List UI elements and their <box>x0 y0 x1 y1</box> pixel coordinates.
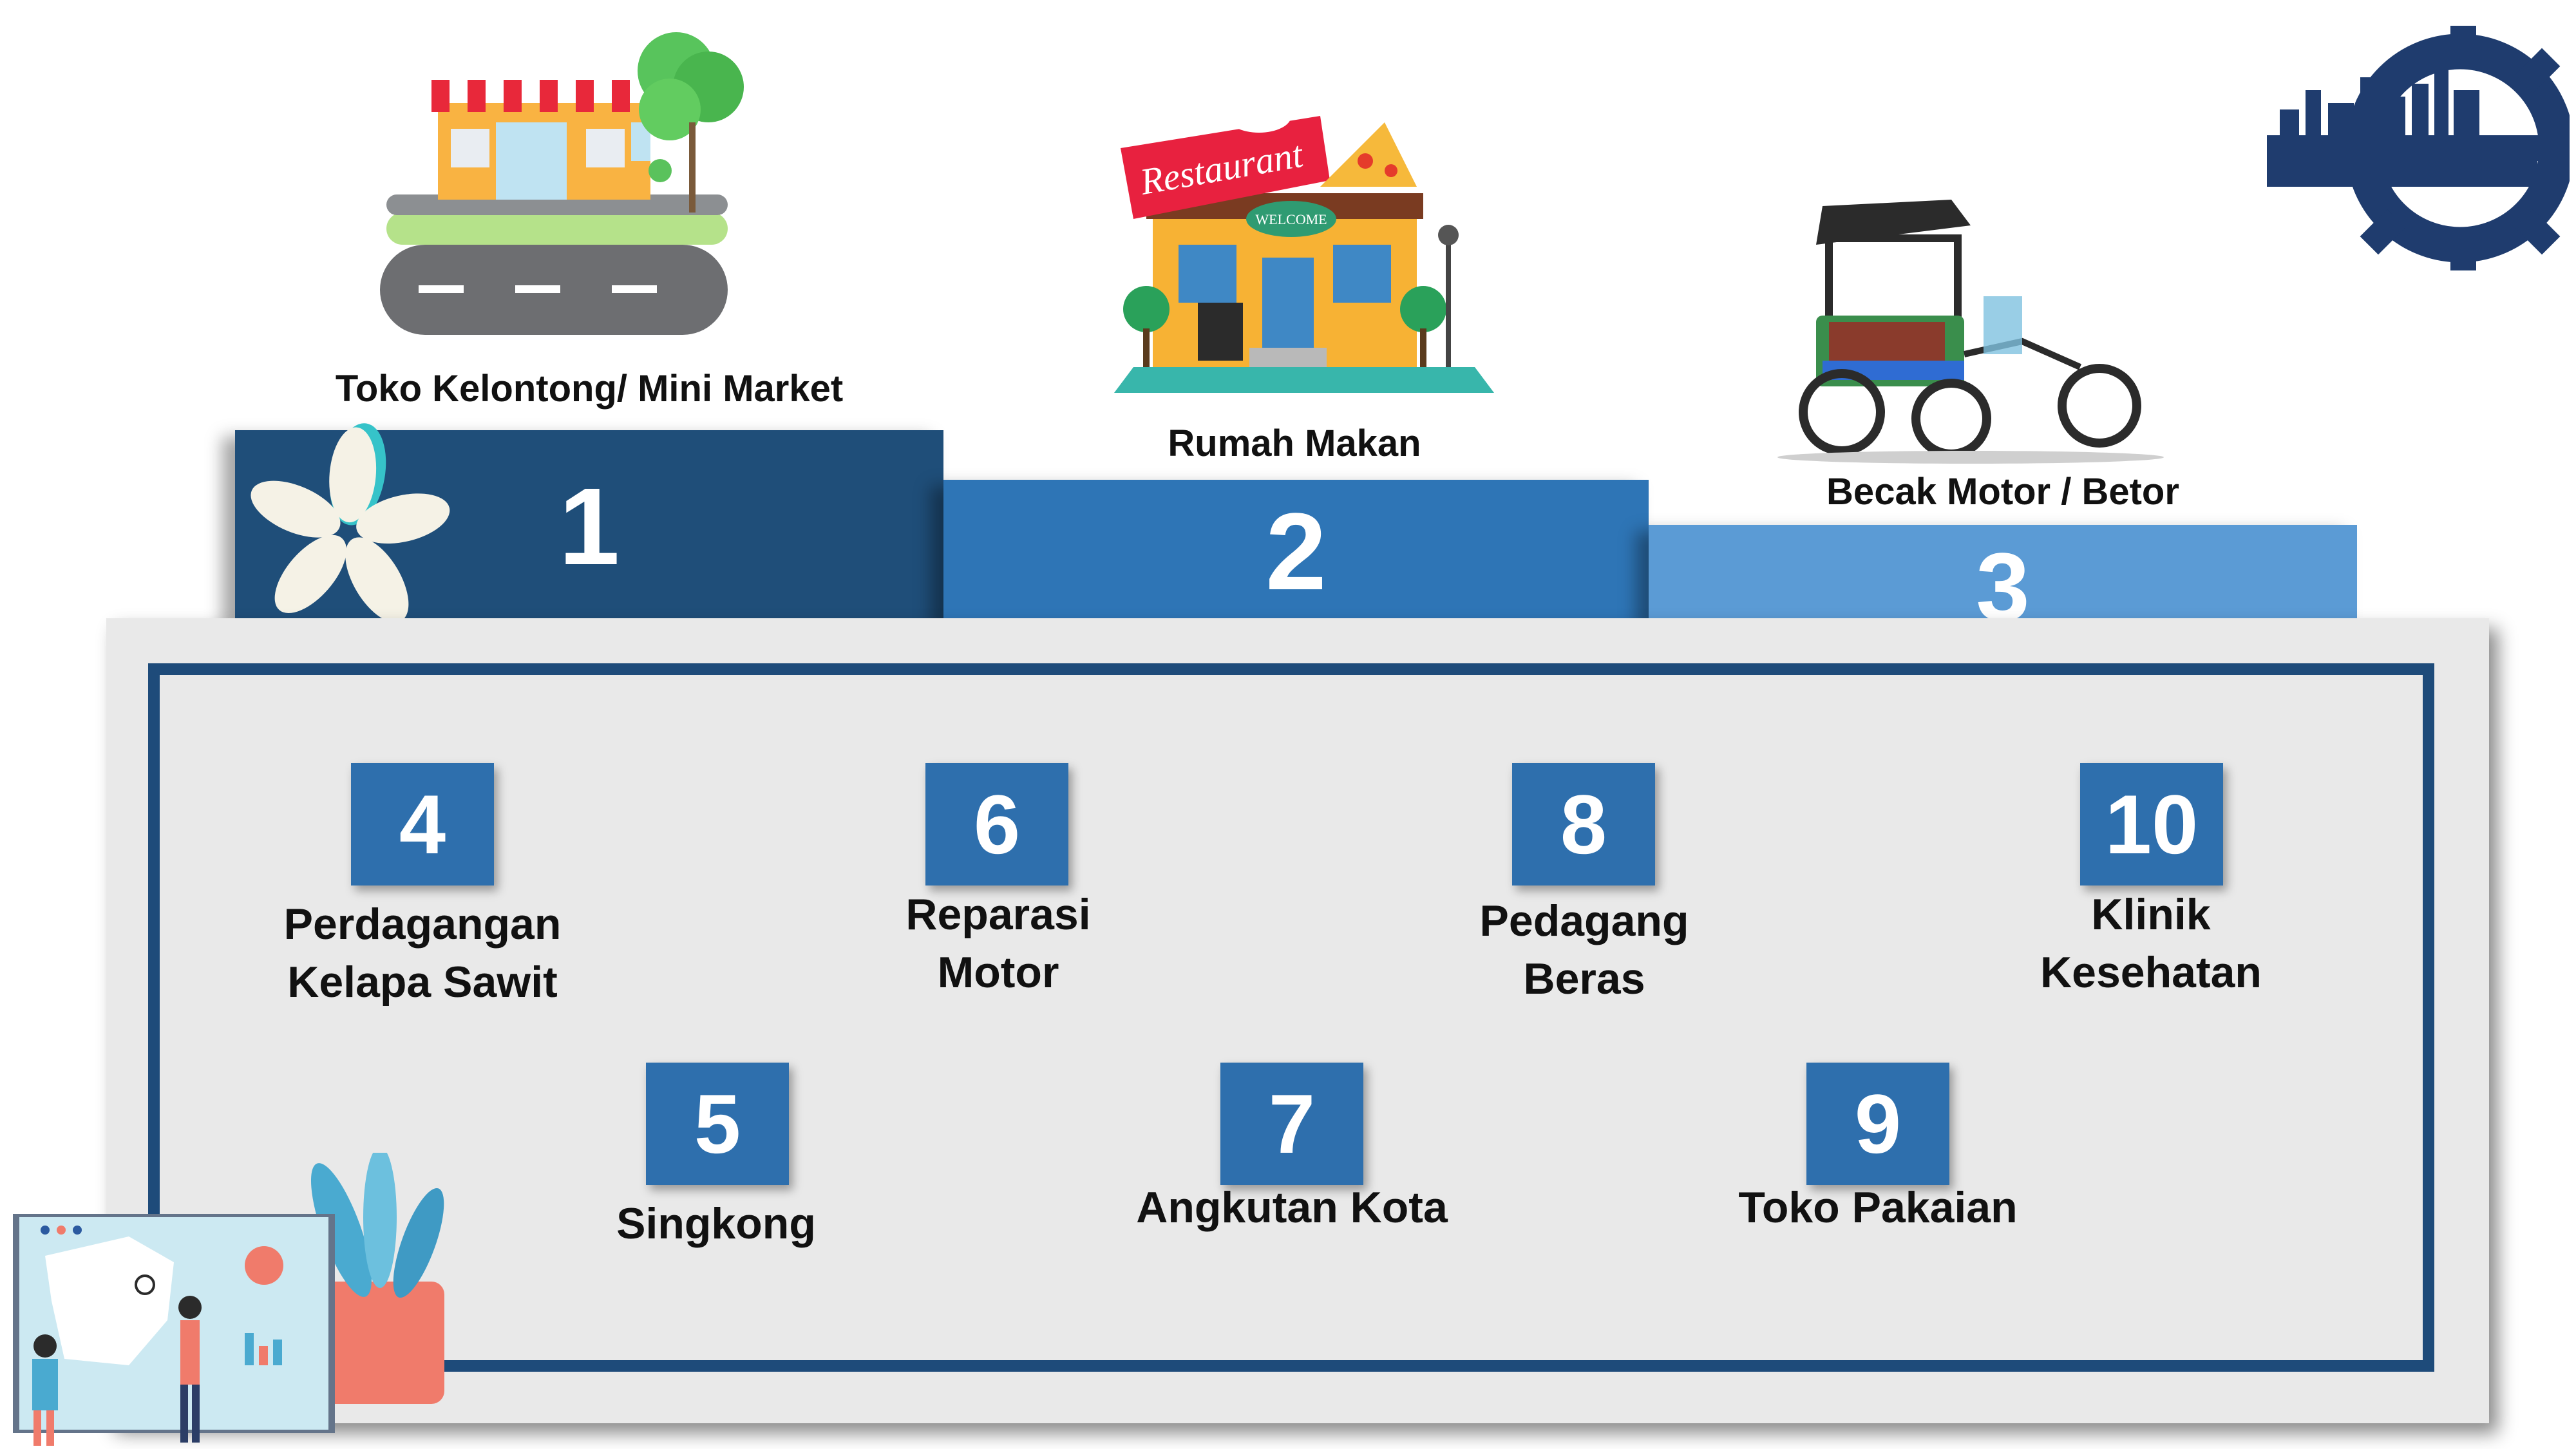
mini-market-illustration <box>380 32 744 335</box>
podium-second-label: Rumah Makan <box>1168 422 1421 464</box>
city-gear-logo <box>2267 26 2570 270</box>
rank-5-number: 5 <box>694 1077 741 1171</box>
podium-second-block: 2 <box>943 480 1649 623</box>
restaurant-illustration: WELCOME Restaurant <box>1114 99 1494 393</box>
restaurant-welcome-text: WELCOME <box>1255 211 1327 227</box>
rank-8-box: 8 <box>1512 763 1655 886</box>
rank-4-number: 4 <box>399 777 446 871</box>
rank-10-number: 10 <box>2105 777 2199 871</box>
map-presentation-illustration <box>13 1153 444 1446</box>
rank-7-box: 7 <box>1220 1063 1363 1185</box>
flower-logo <box>251 423 450 623</box>
podium-first-label: Toko Kelontong/ Mini Market <box>335 368 844 410</box>
rank-5-label: Singkong <box>616 1199 816 1248</box>
ranking-panel <box>106 618 2489 1423</box>
rank-9-box: 9 <box>1806 1063 1949 1185</box>
podium-third-block: 3 <box>1649 525 2357 641</box>
rank-8-label: Pedagang Beras <box>1479 896 1689 1003</box>
ranking-panel-frame <box>148 663 2434 1372</box>
rank-4-label: Perdagangan Kelapa Sawit <box>283 900 562 1007</box>
becak-motor-illustration <box>1777 200 2164 464</box>
rank-9-label: Toko Pakaian <box>1738 1183 2018 1232</box>
podium-first-rank: 1 <box>558 466 620 588</box>
rank-6-number: 6 <box>973 777 1021 871</box>
rank-8-number: 8 <box>1560 777 1607 871</box>
rank-9-number: 9 <box>1854 1077 1902 1171</box>
rank-4-box: 4 <box>351 763 494 886</box>
podium-first-block: 1 <box>235 430 943 623</box>
rank-7-label: Angkutan Kota <box>1136 1183 1448 1232</box>
rank-7-number: 7 <box>1268 1077 1316 1171</box>
podium-third-label: Becak Motor / Betor <box>1826 471 2179 513</box>
podium-second-rank: 2 <box>1265 490 1327 613</box>
rank-6-box: 6 <box>925 763 1068 886</box>
rank-5-box: 5 <box>646 1063 789 1185</box>
rank-10-label: Klinik Kesehatan <box>2040 890 2262 997</box>
rank-6-label: Reparasi Motor <box>905 890 1091 997</box>
rank-10-box: 10 <box>2080 763 2223 886</box>
